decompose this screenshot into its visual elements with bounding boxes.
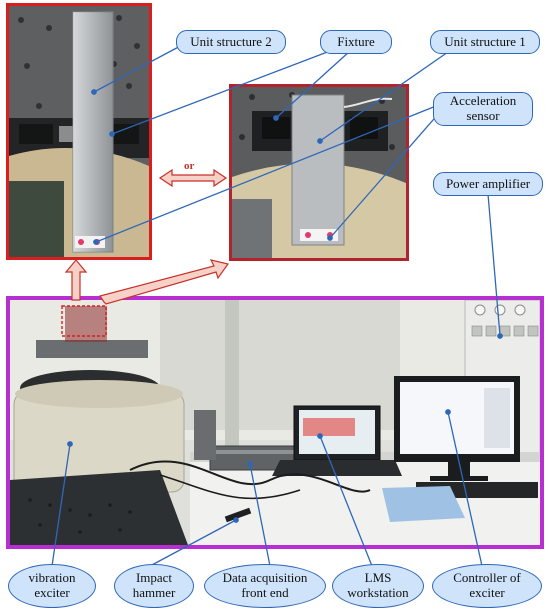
vibration-exciter-callout: vibration exciter [8,564,96,608]
unit-structure-1-illustration [232,87,406,258]
unit-structure-2-photo [6,3,152,260]
unit-structure-1-callout: Unit structure 1 [430,30,540,54]
controller-of-exciter-label-line1: Controller of [453,570,521,586]
power-amplifier-callout: Power amplifier [433,172,543,196]
vibration-exciter-label-line1: vibration [28,570,76,586]
fixture-label: Fixture [337,33,375,49]
vibration-exciter-label-line2: exciter [34,585,70,600]
or-label: or [184,160,195,172]
lms-workstation-label-line1: LMS [364,570,392,586]
test-setup-illustration [10,300,540,545]
data-acquisition-label-line2: front end [241,585,289,600]
lms-workstation-callout: LMS workstation [332,564,424,608]
acceleration-sensor-label-line2: sensor [466,108,500,123]
impact-hammer-label-line2: hammer [132,585,176,600]
impact-hammer-callout: Impact hammer [114,564,194,608]
fixture-callout: Fixture [320,30,392,54]
unit-structure-1-label: Unit structure 1 [444,33,526,49]
test-setup-photo [6,296,544,549]
up-arrow-left-icon [64,259,88,301]
acceleration-sensor-label-line1: Acceleration [449,93,517,109]
unit-structure-1-photo [229,84,409,261]
power-amplifier-label: Power amplifier [445,175,531,191]
acceleration-sensor-callout: Acceleration sensor [433,92,533,126]
unit-structure-2-illustration [9,6,149,257]
data-acquisition-callout: Data acquisition front end [204,564,326,608]
controller-of-exciter-callout: Controller of exciter [432,564,542,608]
unit-structure-2-callout: Unit structure 2 [176,30,286,54]
data-acquisition-label-line1: Data acquisition [222,570,308,586]
double-arrow-icon [158,168,228,188]
lms-workstation-label-line2: workstation [347,585,409,600]
impact-hammer-label-line1: Impact [135,570,173,586]
unit-structure-2-label: Unit structure 2 [190,33,272,49]
controller-of-exciter-label-line2: exciter [469,585,505,600]
